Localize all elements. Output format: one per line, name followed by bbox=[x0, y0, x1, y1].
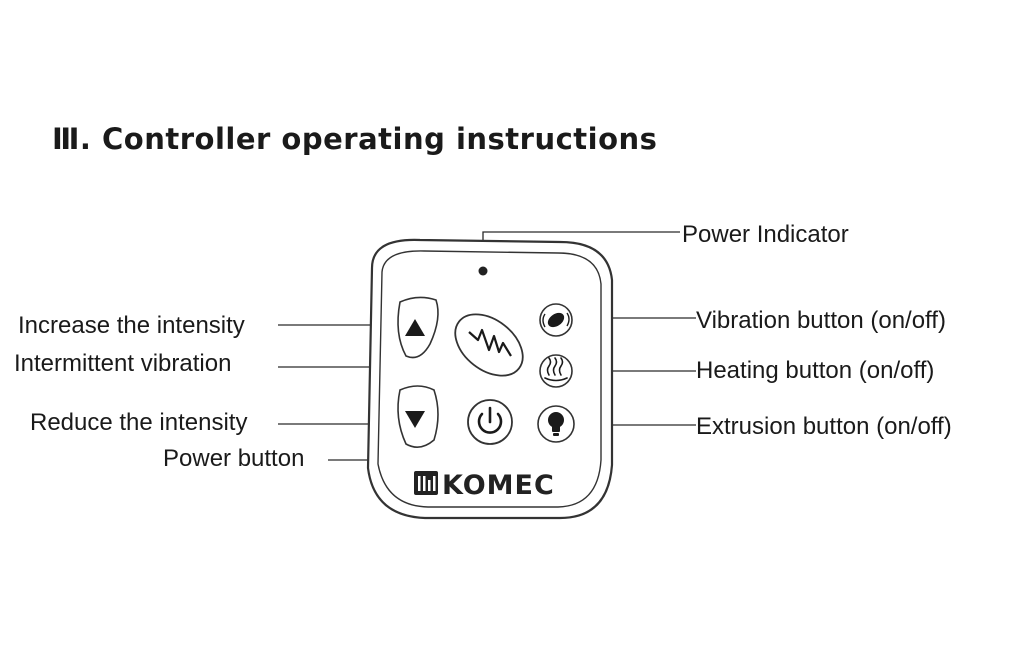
zigzag-wave-icon bbox=[468, 328, 512, 357]
label-power-indicator: Power Indicator bbox=[682, 221, 849, 248]
label-intermittent-vibration: Intermittent vibration bbox=[14, 350, 232, 377]
label-reduce-intensity: Reduce the intensity bbox=[30, 409, 248, 436]
brand-name: KOMEC bbox=[442, 470, 555, 501]
vibration-icon bbox=[542, 312, 570, 328]
extrusion-button[interactable] bbox=[537, 405, 575, 443]
komec-logo: KOMEC bbox=[414, 470, 555, 501]
power-indicator-led bbox=[478, 266, 488, 276]
label-heating-button: Heating button (on/off) bbox=[696, 357, 935, 384]
label-increase-intensity: Increase the intensity bbox=[18, 312, 245, 339]
label-extrusion-button: Extrusion button (on/off) bbox=[696, 413, 952, 440]
vibration-button[interactable] bbox=[539, 303, 573, 337]
power-button[interactable] bbox=[467, 399, 513, 445]
increase-button[interactable] bbox=[397, 296, 439, 359]
down-arrow-icon bbox=[405, 411, 425, 428]
label-power-button: Power button bbox=[163, 445, 305, 472]
reduce-button[interactable] bbox=[397, 385, 439, 448]
heating-button[interactable] bbox=[539, 354, 573, 388]
power-icon bbox=[477, 406, 503, 434]
page-title: Ⅲ. Controller operating instructions bbox=[52, 122, 658, 156]
up-arrow-icon bbox=[405, 319, 425, 336]
lightbulb-icon bbox=[548, 412, 564, 436]
label-vibration-button: Vibration button (on/off) bbox=[696, 307, 946, 334]
heat-waves-icon bbox=[544, 357, 568, 382]
intermittent-vibration-button[interactable] bbox=[444, 302, 535, 388]
